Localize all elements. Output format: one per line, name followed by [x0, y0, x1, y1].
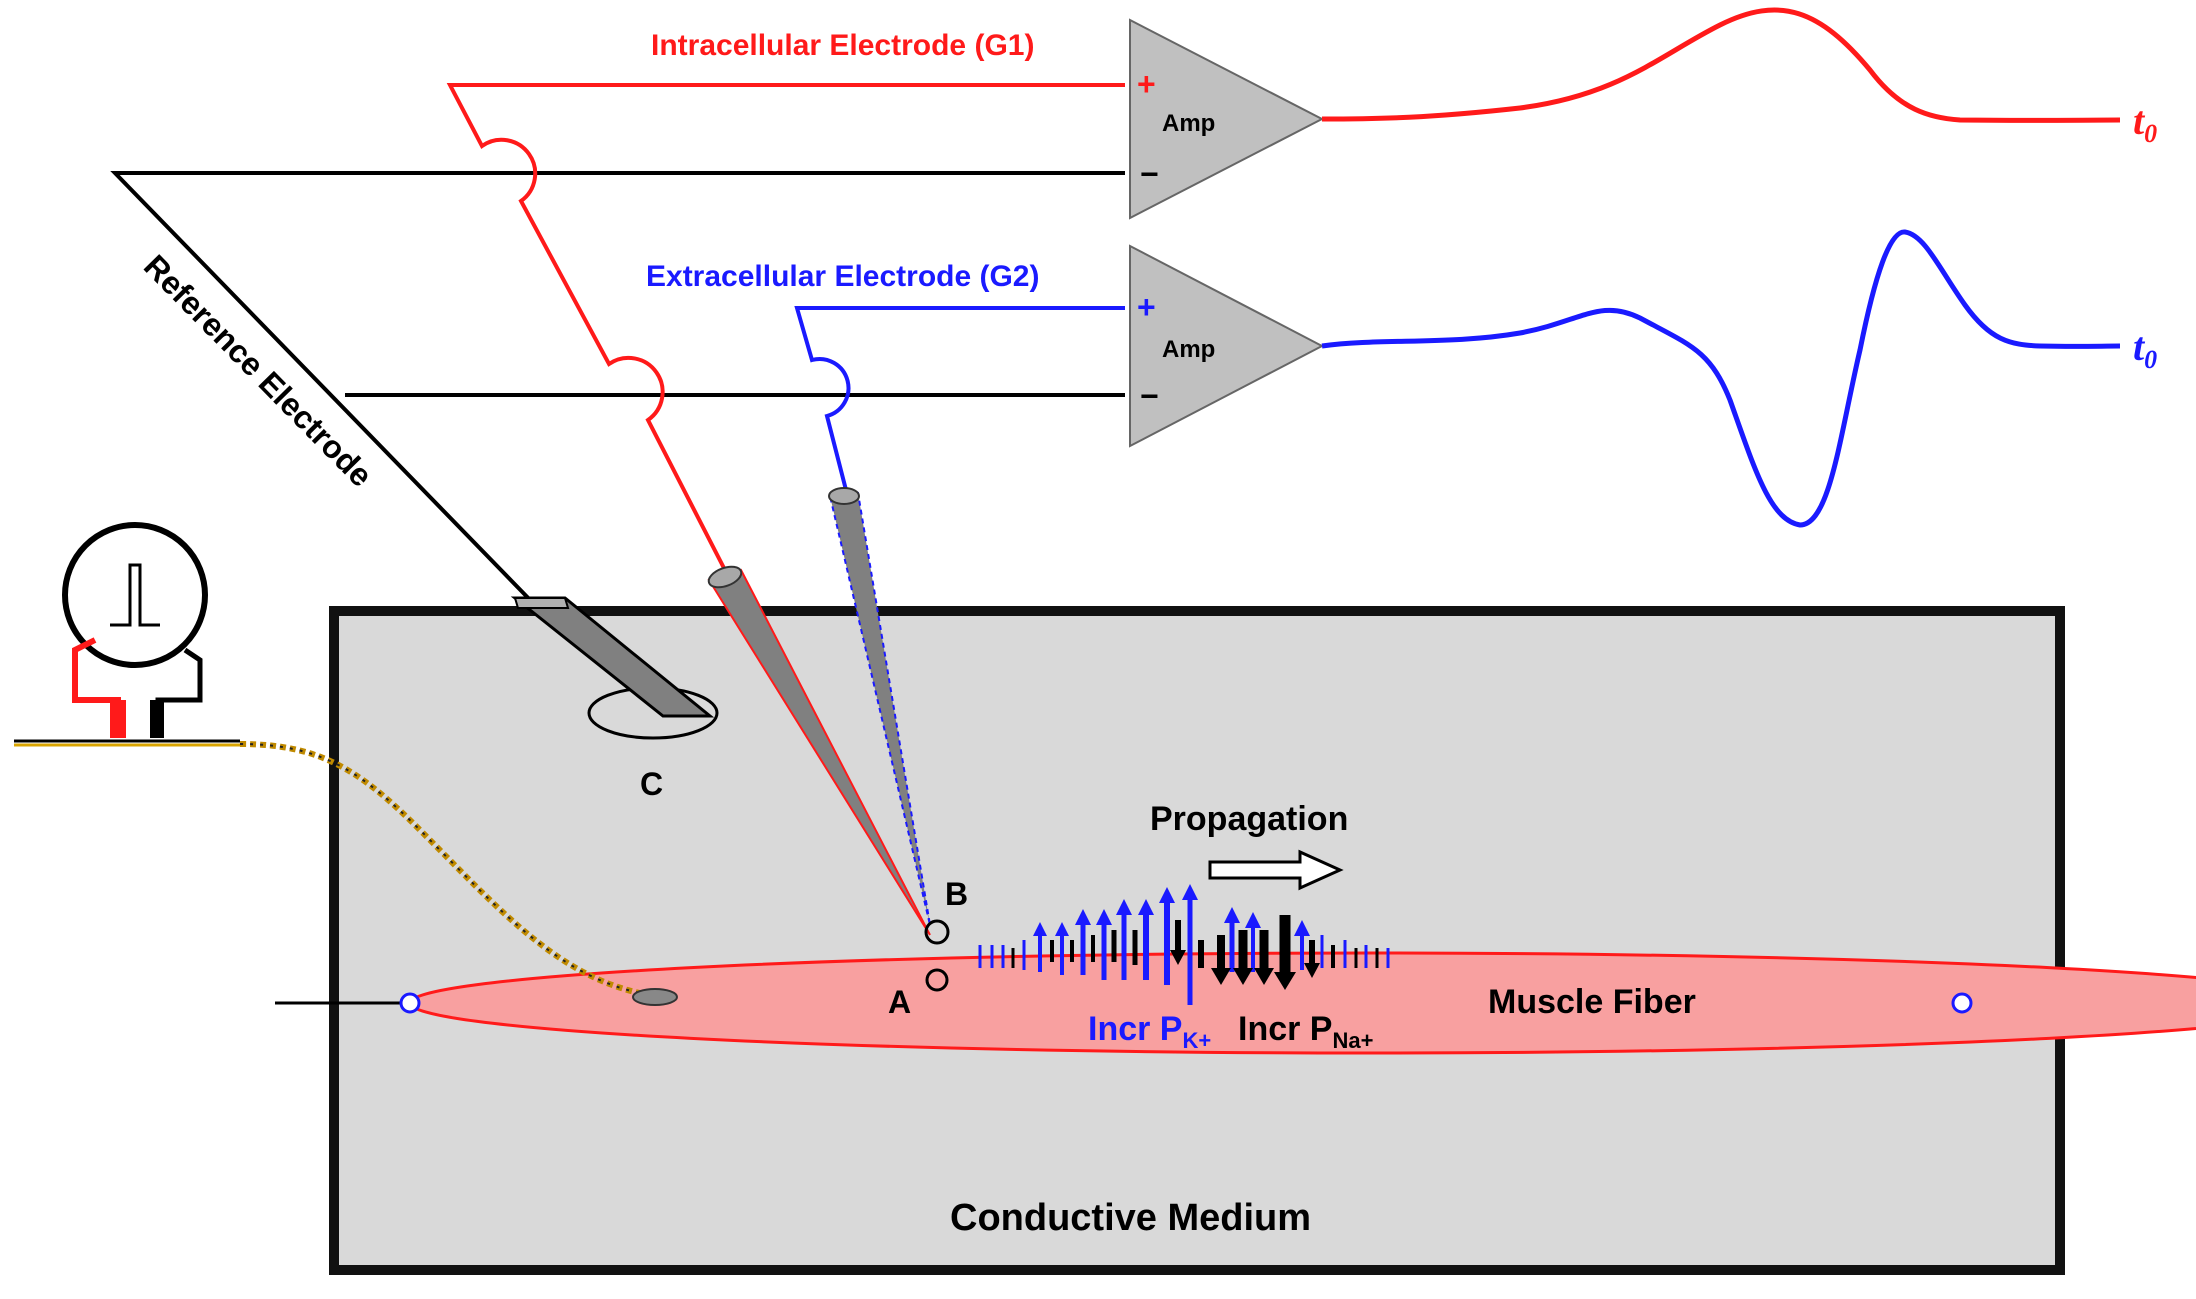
conductive-medium-box	[329, 606, 2065, 1275]
fiber-end-right	[1951, 992, 1973, 1014]
site-b	[924, 919, 950, 945]
conductive-medium-label: Conductive Medium	[950, 1197, 1311, 1239]
amplifier-bottom	[1129, 244, 1325, 448]
site-a-label: A	[888, 984, 911, 1020]
incr-pk-label: Incr PK+	[1088, 1010, 1211, 1053]
amp-bottom-plus: +	[1137, 289, 1156, 325]
propagation-arrow-icon	[1208, 849, 1344, 891]
site-b-label: B	[945, 876, 968, 912]
stimulating-tip	[632, 988, 678, 1006]
amplifier-top	[1129, 18, 1325, 220]
extracellular-wire	[794, 306, 1125, 491]
intracellular-trace	[1321, 7, 2121, 123]
extracellular-label: Extracellular Electrode (G2)	[646, 260, 1040, 293]
intracellular-label: Intracellular Electrode (G1)	[651, 29, 1034, 62]
site-c-label: C	[640, 766, 663, 802]
stimulator-pulse-icon	[62, 522, 208, 668]
amp-label-top: Amp	[1162, 110, 1215, 137]
amp-bottom-minus: −	[1140, 378, 1159, 414]
amp-top-minus: −	[1140, 156, 1159, 192]
amp-label-bottom: Amp	[1162, 336, 1215, 363]
fiber-end-left	[399, 992, 421, 1014]
intracellular-wire	[446, 83, 1125, 575]
extracellular-needle	[828, 491, 931, 926]
muscle-fiber-label: Muscle Fiber	[1488, 983, 1696, 1021]
site-a	[925, 968, 949, 992]
t0-top: t0	[2133, 98, 2157, 148]
t0-bottom: t0	[2133, 324, 2157, 374]
stimulator	[14, 522, 678, 1006]
amp-top-plus: +	[1137, 66, 1156, 102]
propagation-label: Propagation	[1150, 800, 1348, 838]
extracellular-trace	[1321, 229, 2121, 528]
reference-wire	[110, 171, 1125, 607]
incr-pna-label: Incr PNa+	[1238, 1010, 1373, 1053]
reference-electrode-label: Reference Electrode	[137, 248, 380, 494]
membrane-currents	[978, 884, 1390, 1005]
